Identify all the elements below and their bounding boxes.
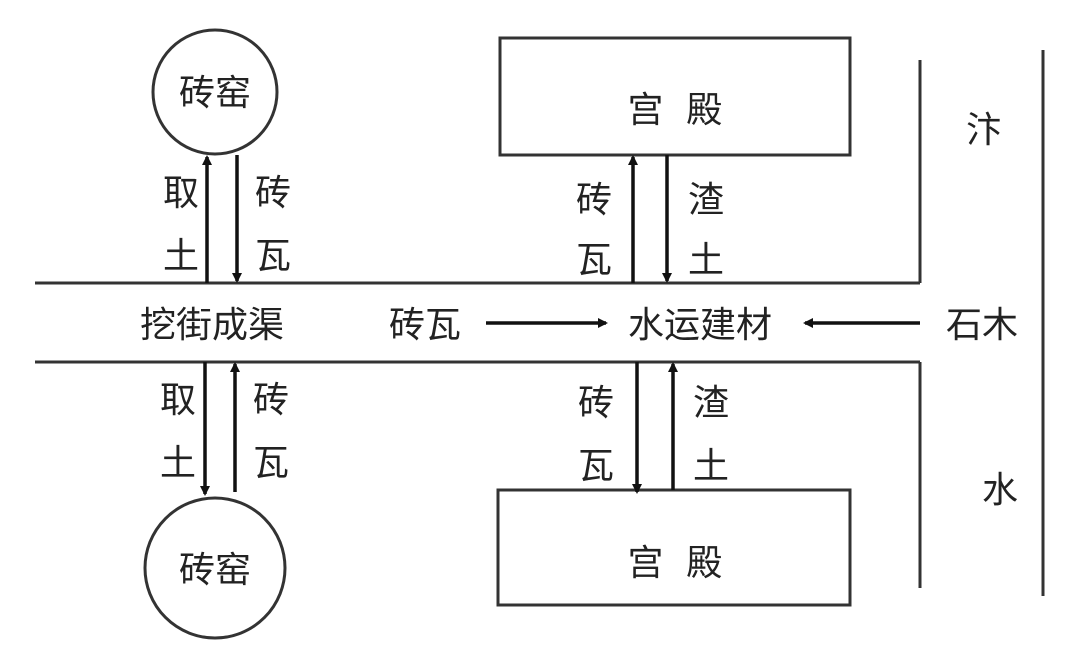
label: 土 [693, 446, 729, 487]
label: 瓦 [576, 240, 612, 281]
bricks-label: 砖瓦 [389, 305, 461, 346]
kiln-top: 砖窑 [151, 28, 279, 156]
label: 土 [160, 443, 196, 484]
river-label-top: 汴 [966, 110, 1002, 151]
label: 土 [688, 240, 724, 281]
palace-top: 宫 殿 [498, 36, 852, 157]
label: 渣 [693, 383, 729, 424]
river-label-bottom: 水 [982, 470, 1018, 511]
label: 砖 [255, 173, 291, 214]
label: 砖 [576, 180, 612, 221]
water-transport-label: 水运建材 [628, 305, 772, 346]
svg-text:宫 殿: 宫 殿 [628, 543, 723, 584]
label: 砖 [253, 380, 289, 421]
svg-text:宫 殿: 宫 殿 [628, 90, 723, 131]
label: 取 [160, 380, 196, 421]
label: 土 [163, 236, 199, 277]
label: 取 [163, 173, 199, 214]
svg-text:砖窑: 砖窑 [179, 73, 251, 114]
label: 瓦 [253, 443, 289, 484]
label: 瓦 [578, 446, 614, 487]
stone-wood-label: 石木 [946, 305, 1018, 346]
label: 瓦 [255, 236, 291, 277]
label: 渣 [688, 180, 724, 221]
svg-text:砖窑: 砖窑 [179, 550, 251, 591]
canal-label: 挖街成渠 [140, 305, 284, 346]
kiln-bottom: 砖窑 [143, 496, 287, 640]
palace-bottom: 宫 殿 [496, 488, 852, 607]
label: 砖 [578, 383, 614, 424]
